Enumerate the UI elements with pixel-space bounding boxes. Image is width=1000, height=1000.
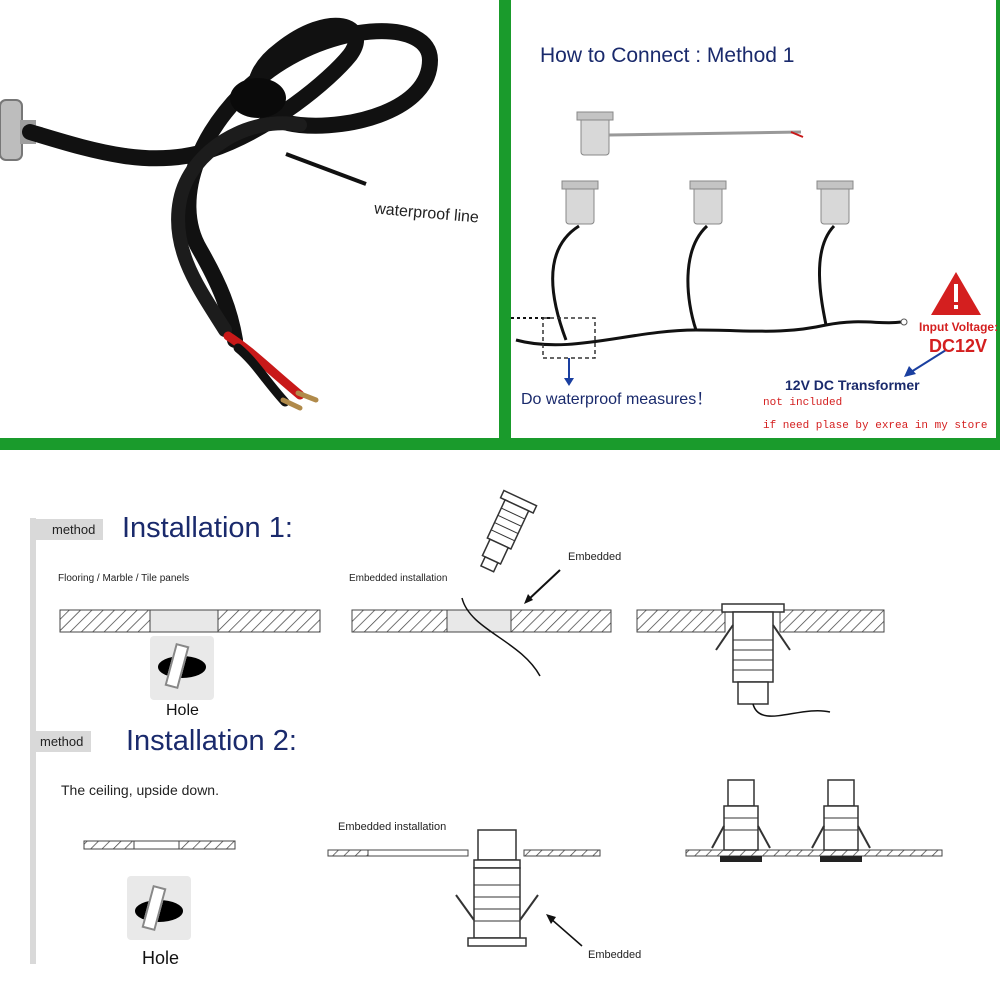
method-tab-2: method — [30, 731, 92, 752]
installation-2-subtitle: The ceiling, upside down. — [61, 782, 219, 798]
connect-title: How to Connect : Method 1 — [540, 44, 795, 67]
cable-illustration — [0, 17, 439, 411]
store-note: if need plase by exrea in my store — [763, 420, 988, 432]
input-voltage-value: DC12V — [929, 336, 988, 356]
embedded-light-fixture — [455, 829, 539, 947]
installation-2-title: Installation 2: — [126, 725, 297, 757]
transformer-label: 12V DC Transformer — [785, 377, 920, 393]
wiring-diagram — [511, 111, 981, 386]
embedded-installation-label-2: Embedded installation — [338, 821, 447, 833]
installation-1-subtitle: Flooring / Marble / Tile panels — [58, 573, 190, 584]
ceiling-light-fixture-1 — [711, 779, 771, 862]
green-divider-horizontal — [0, 438, 1000, 450]
cable-photo-panel: waterproof line — [0, 0, 499, 438]
green-border-right — [996, 0, 1000, 440]
hole-label-2: Hole — [142, 948, 180, 968]
input-voltage-label: Input Voltage: — [919, 320, 999, 334]
method-tab-1: method — [36, 519, 104, 540]
waterproof-measures-note: Do waterproof measures！ — [521, 391, 713, 408]
embedded-label-1: Embedded — [568, 551, 622, 563]
tilted-light-fixture — [479, 489, 538, 573]
hole-icon-1 — [150, 636, 214, 700]
light-fixture-3 — [816, 180, 854, 225]
ceiling-light-fixture-2 — [811, 779, 871, 862]
connect-method-panel: How to Connect : Method 1 Do waterproof … — [511, 0, 999, 438]
embedded-label-2: Embedded — [588, 949, 642, 961]
light-fixture-1 — [561, 180, 599, 225]
embedded-installation-label-1: Embedded installation — [349, 573, 448, 584]
light-fixture-2 — [689, 180, 727, 225]
installation-1-title: Installation 1: — [122, 512, 293, 544]
not-included-note: not included — [763, 397, 843, 409]
hole-icon-2 — [127, 876, 191, 940]
green-divider-vertical — [499, 0, 511, 440]
warning-triangle-icon — [931, 272, 981, 315]
installed-light-fixture-1 — [715, 603, 831, 717]
hole-label-1: Hole — [166, 702, 199, 719]
